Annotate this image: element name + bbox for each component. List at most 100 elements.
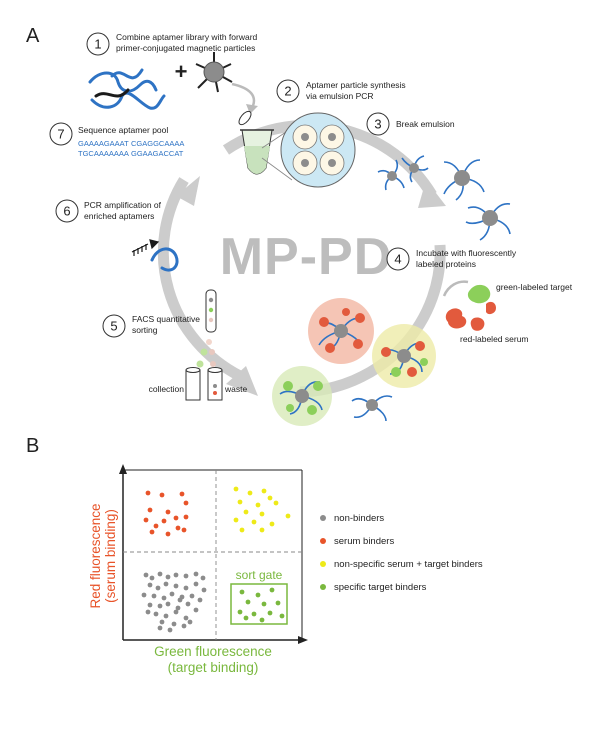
step-4-number: 4 [394, 252, 401, 267]
nonspecific-binder-dot [267, 495, 273, 501]
non-binder-dot [153, 611, 159, 617]
step-5-number: 5 [110, 319, 117, 334]
step-4-line-1: Incubate with fluorescently [416, 248, 517, 258]
step-5-line-1: FACS quantitative [132, 314, 200, 324]
legend-dot-nonspecific [320, 561, 326, 567]
nonspecific-binder-dot [251, 519, 257, 525]
non-binder-dot [163, 581, 169, 587]
non-binder-dot [201, 587, 207, 593]
red-serum-label: red-labeled serum [460, 334, 529, 344]
pcr-primer-aptamer [131, 239, 179, 272]
non-binder-dot [187, 619, 193, 625]
serum-binder-dot [183, 500, 189, 506]
serum-binder-dot [149, 529, 155, 535]
step-4: 4 Incubate with fluorescently labeled pr… [386, 247, 517, 271]
legend-label-nonspecific: non-specific serum + target binders [334, 559, 483, 570]
x-axis-label-line-1: Green fluorescence [154, 644, 272, 659]
y-axis-label: Red fluorescence (serum binding) [88, 503, 118, 608]
serum-binder-dot [179, 491, 185, 497]
facs-nozzle [196, 289, 217, 368]
serum-binder-dot [143, 517, 149, 523]
non-binder-dot [163, 613, 169, 619]
specific-binder-dot [251, 611, 257, 617]
step-1: 1 Combine aptamer library with forward p… [86, 32, 258, 56]
non-binder-dot [193, 607, 199, 613]
magnetic-particle [195, 52, 233, 93]
nonspecific-binder-dot [233, 486, 239, 492]
serum-binder-dot [165, 509, 171, 515]
nonspecific-binder-dot [255, 502, 261, 508]
specific-binder-dot [239, 589, 245, 595]
specific-binder-dot [267, 610, 273, 616]
non-binder-dot [167, 627, 173, 633]
arrow-to-complexes [442, 280, 469, 297]
specific-binder-dot [237, 609, 243, 615]
step-1-number: 1 [94, 37, 101, 52]
plus-sign: + [175, 59, 188, 84]
aptamer-library-dark [94, 88, 130, 98]
scatter-plot [119, 464, 308, 644]
non-binder-dot [145, 609, 151, 615]
sequence-4: GGAAGACCAT [131, 149, 184, 158]
x-axis-label-line-2: (target binding) [168, 660, 259, 675]
pcr-tube [238, 110, 293, 181]
non-binder-dot [159, 619, 165, 625]
serum-binder-dot [161, 518, 167, 524]
aptamer-particles [377, 155, 511, 241]
serum-binder-dot [153, 523, 159, 529]
collection-label: collection [149, 384, 185, 394]
non-binder-dot [151, 593, 157, 599]
sequence-3: TGCAAAAAAA [78, 149, 129, 158]
y-axis-label-line-1: Red fluorescence [88, 503, 103, 608]
legend-dot-specific [320, 584, 326, 590]
waste-label: waste [224, 384, 247, 394]
non-binder-dot [147, 602, 153, 608]
step-2-number: 2 [284, 84, 291, 99]
non-binder-dot [157, 571, 163, 577]
specific-binder-dot [255, 592, 261, 598]
non-binder-dot [155, 585, 161, 591]
non-binder-dot [147, 582, 153, 588]
specific-binder-dot [275, 600, 281, 606]
non-binder-dot [193, 571, 199, 577]
legend-dot-non-binders [320, 515, 326, 521]
step-7-line-1: Sequence aptamer pool [78, 125, 168, 135]
non-binder-dot [189, 593, 195, 599]
panel-a-letter: A [26, 25, 40, 47]
labeled-proteins [445, 284, 496, 331]
particle-cores [387, 163, 498, 226]
emulsion-zoom [280, 112, 356, 188]
specific-binder-dot [245, 599, 251, 605]
non-binder-dot [165, 601, 171, 607]
specific-binder-dot [261, 601, 267, 607]
nonspecific-binder-dot [237, 499, 243, 505]
non-binder-dot [141, 592, 147, 598]
non-binder-dot [197, 597, 203, 603]
non-binder-dot [165, 574, 171, 580]
step-5: 5 FACS quantitative sorting [102, 314, 200, 338]
legend-label-non-binders: non-binders [334, 513, 384, 524]
non-binder-dot [173, 583, 179, 589]
sort-gate-label: sort gate [236, 568, 283, 582]
specific-binder-dot [279, 613, 285, 619]
arrow-to-tube [231, 82, 256, 109]
nonspecific-binder-dot [261, 488, 267, 494]
step-3: 3 Break emulsion [366, 112, 455, 136]
center-label: MP-PD [220, 228, 393, 286]
nonspecific-binder-dot [233, 517, 239, 523]
non-binder-dot [183, 585, 189, 591]
step-6: 6 PCR amplification of enriched aptamers [55, 199, 162, 223]
specific-binder-dot [243, 615, 249, 621]
non-binder-dot [200, 575, 206, 581]
serum-binder-dot [183, 514, 189, 520]
nonspecific-binder-dot [285, 513, 291, 519]
nonspecific-binder-dot [273, 500, 279, 506]
serum-binder-dot [147, 507, 153, 513]
step-2-line-1: Aptamer particle synthesis [306, 80, 406, 90]
step-1-line-2: primer-conjugated magnetic particles [116, 43, 255, 53]
collection-tube [185, 367, 201, 401]
step-1-line-1: Combine aptamer library with forward [116, 32, 258, 42]
specific-binder-dot [269, 587, 275, 593]
